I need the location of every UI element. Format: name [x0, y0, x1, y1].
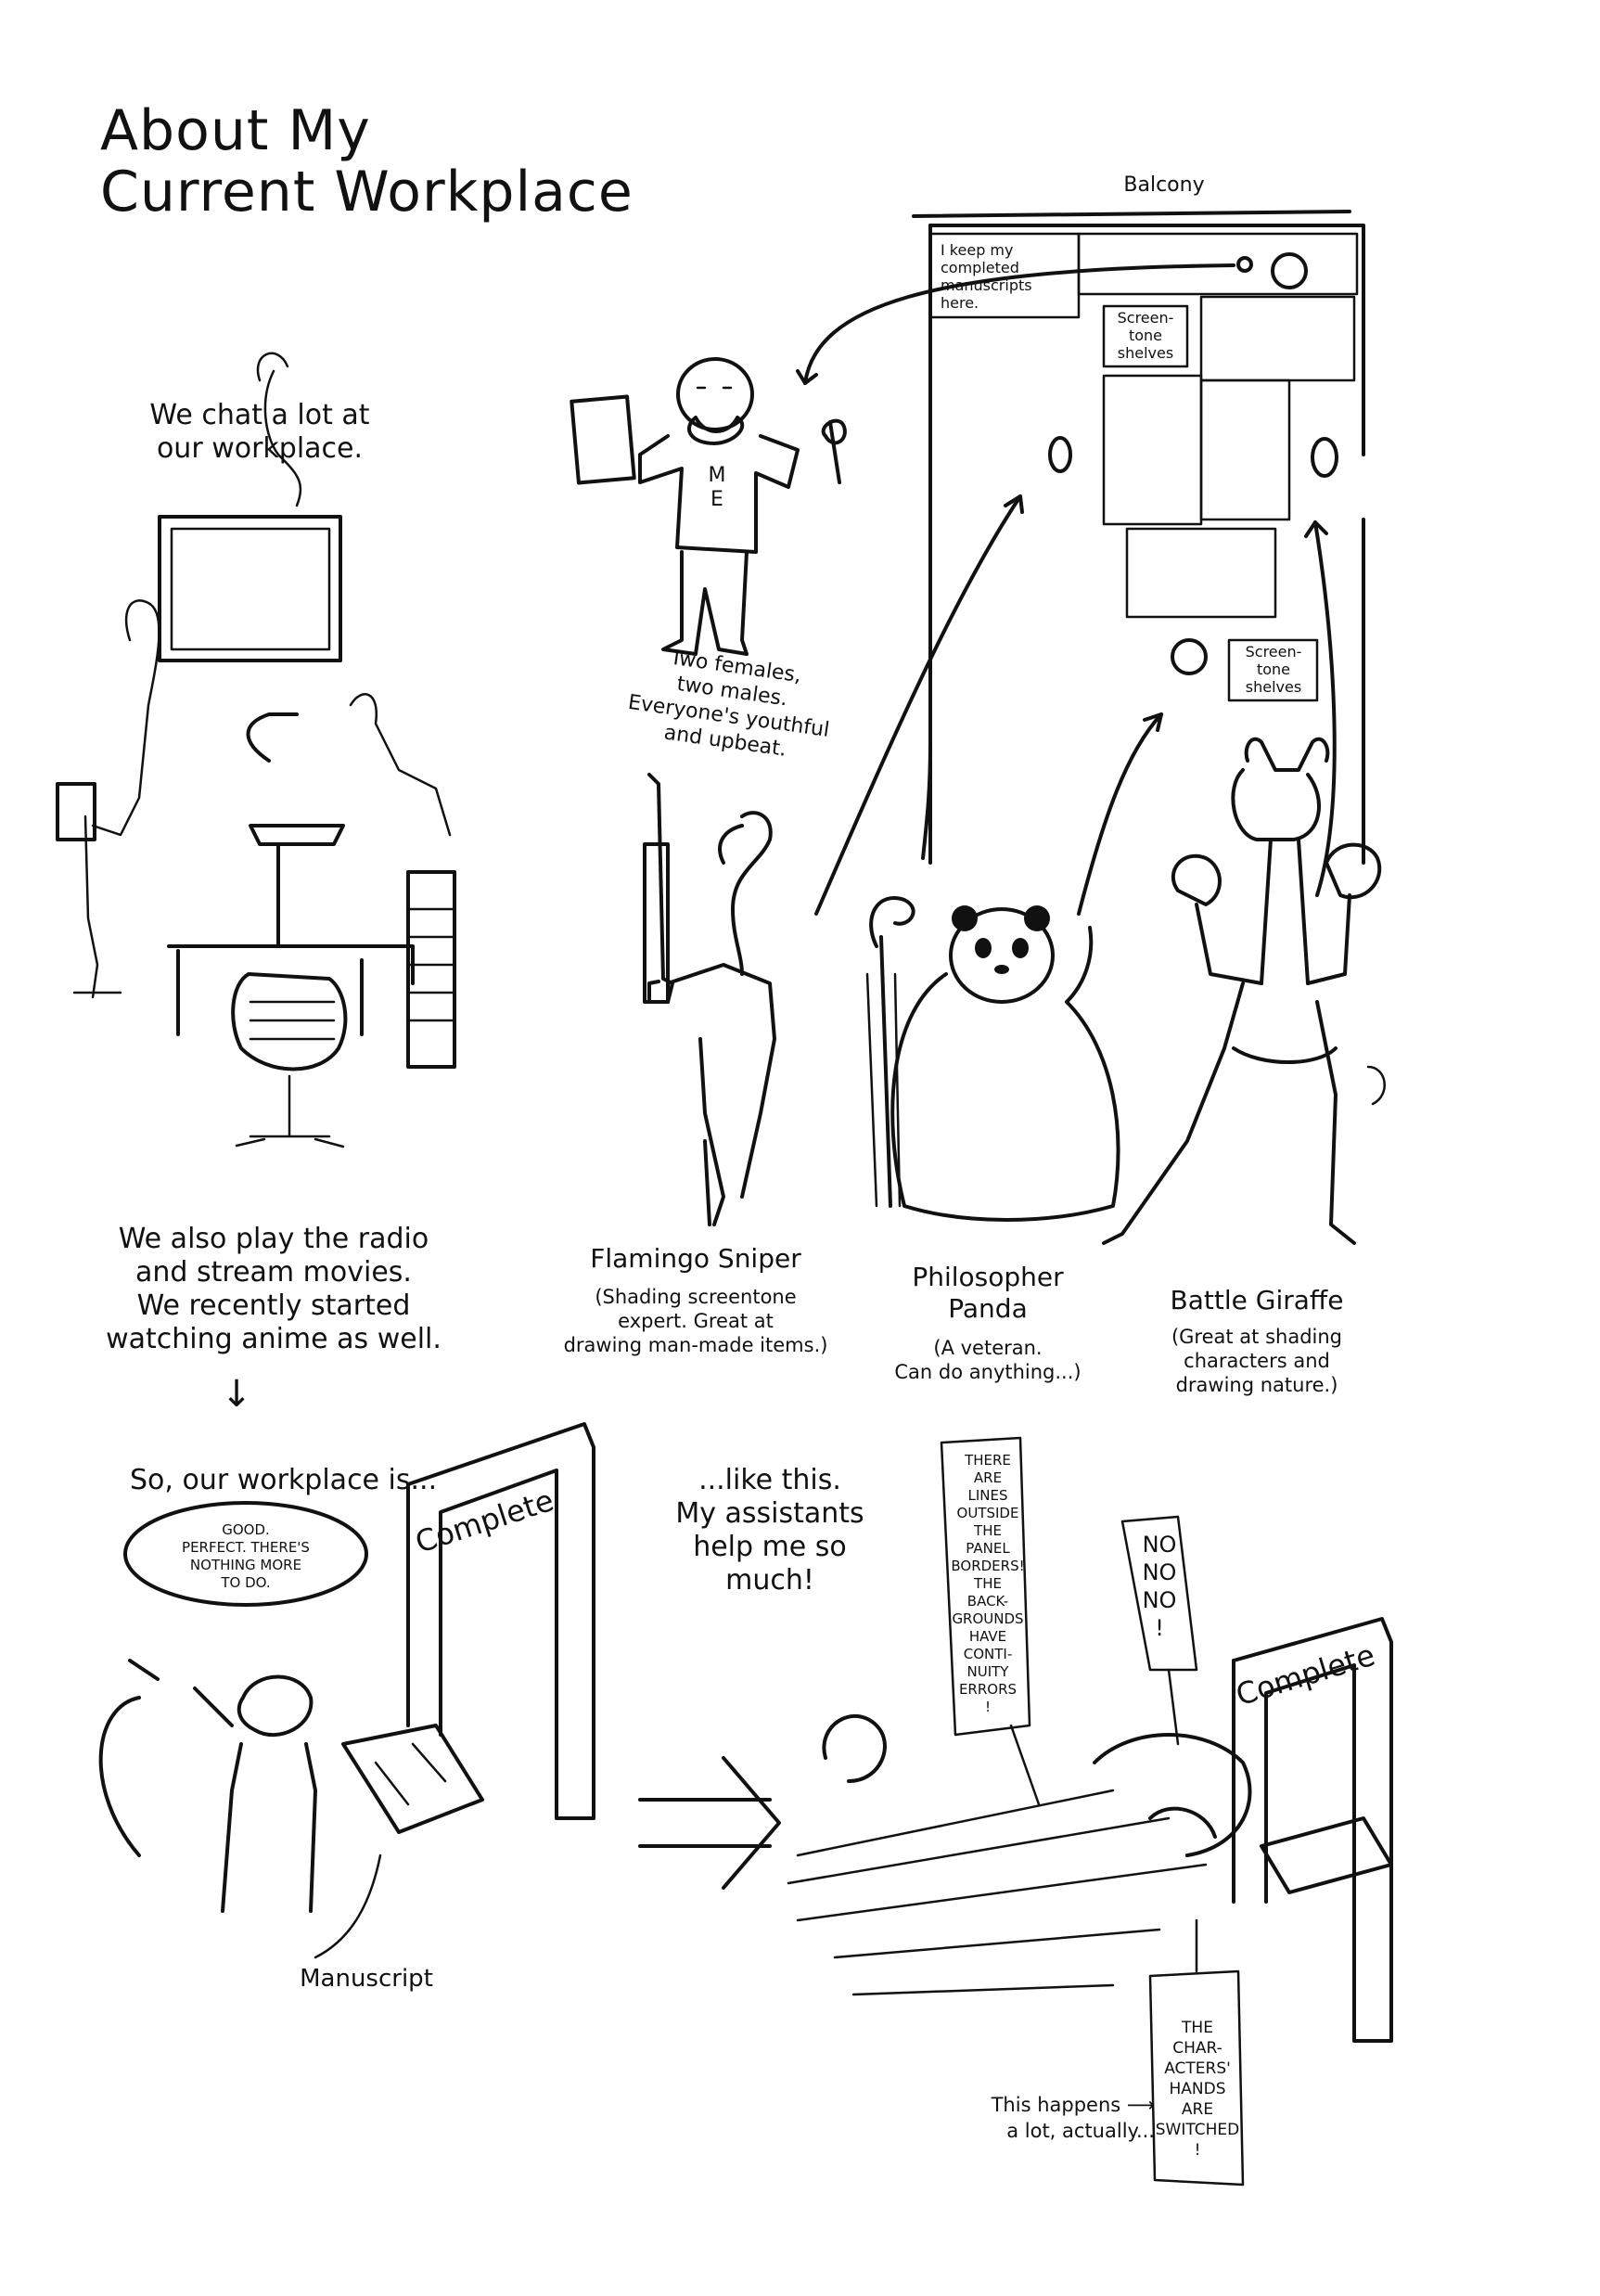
me-character	[570, 357, 847, 656]
so-caption: So, our workplace is...	[130, 1464, 438, 1496]
page-title: About My Current Workplace	[100, 98, 634, 224]
down-arrow: ↓	[221, 1373, 252, 1416]
battle-giraffe-name: Battle Giraffe	[1170, 1285, 1344, 1315]
manuscripts-note: I keep my completed manuscripts here.	[941, 241, 1032, 312]
flamingo-sniper-name: Flamingo Sniper	[590, 1243, 801, 1274]
flamingo-sniper-desc: (Shading screentone expert. Great at dra…	[563, 1286, 828, 1356]
left-gate	[98, 1422, 595, 1959]
balcony-label: Balcony	[1123, 173, 1205, 197]
lines-speech-bubble: THERE ARE LINES OUTSIDE THE PANEL BORDER…	[951, 1452, 1025, 1715]
hands-speech-bubble: THE CHAR- ACTERS' HANDS ARE SWITCHED !	[1155, 2019, 1240, 2160]
manuscript-label: Manuscript	[300, 1965, 433, 1993]
big-arrow	[638, 1756, 781, 1890]
speech-bubbles	[940, 1436, 1245, 2187]
chat-caption: We chat a lot at our workplace.	[149, 399, 370, 465]
like-this-caption: ...like this. My assistants help me so m…	[675, 1464, 864, 1597]
nonono-speech-bubble: NO NO NO !	[1142, 1532, 1177, 1641]
philosopher-panda-desc: (A veteran. Can do anything...)	[894, 1337, 1082, 1383]
panda-character	[865, 896, 1120, 1222]
me-shirt-letters: M E	[708, 464, 726, 511]
floor-plan	[796, 210, 1365, 916]
giraffe-character	[1102, 737, 1386, 1245]
right-gate	[787, 1617, 1393, 2043]
desk-scene	[56, 352, 456, 1148]
flamingo-character	[643, 773, 776, 1226]
screentone-shelves-bottom: Screen- tone shelves	[1245, 643, 1302, 696]
battle-giraffe-desc: (Great at shading characters and drawing…	[1171, 1326, 1343, 1396]
radio-caption: We also play the radio and stream movies…	[106, 1223, 442, 1355]
philosopher-panda-name: Philosopher Panda	[912, 1262, 1064, 1324]
screentone-shelves-top: Screen- tone shelves	[1117, 309, 1174, 362]
good-speech-bubble: GOOD. PERFECT. THERE'S NOTHING MORE TO D…	[182, 1521, 310, 1591]
happens-caption: This happens ⟶ a lot, actually...	[991, 2094, 1155, 2142]
